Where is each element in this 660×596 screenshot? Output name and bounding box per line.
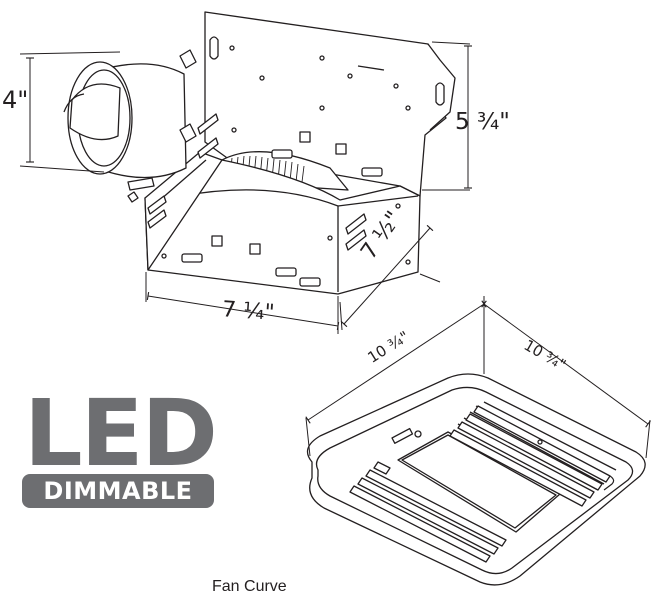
dimension-label-height-4: 4" xyxy=(2,86,29,114)
grille-dimension-lines xyxy=(305,296,651,459)
led-dimmable-logo: LED DIMMABLE xyxy=(22,380,218,508)
dimmable-badge: DIMMABLE xyxy=(22,474,214,508)
led-logo-text: LED xyxy=(24,380,218,487)
fan-housing-drawing xyxy=(63,11,456,295)
fan-curve-title: Fan Curve xyxy=(212,578,287,595)
dimension-label-width-714: 7 ¼" xyxy=(221,297,276,326)
dimension-label-height-534: 5 ¾" xyxy=(455,109,510,135)
grille-drawing xyxy=(306,373,646,586)
